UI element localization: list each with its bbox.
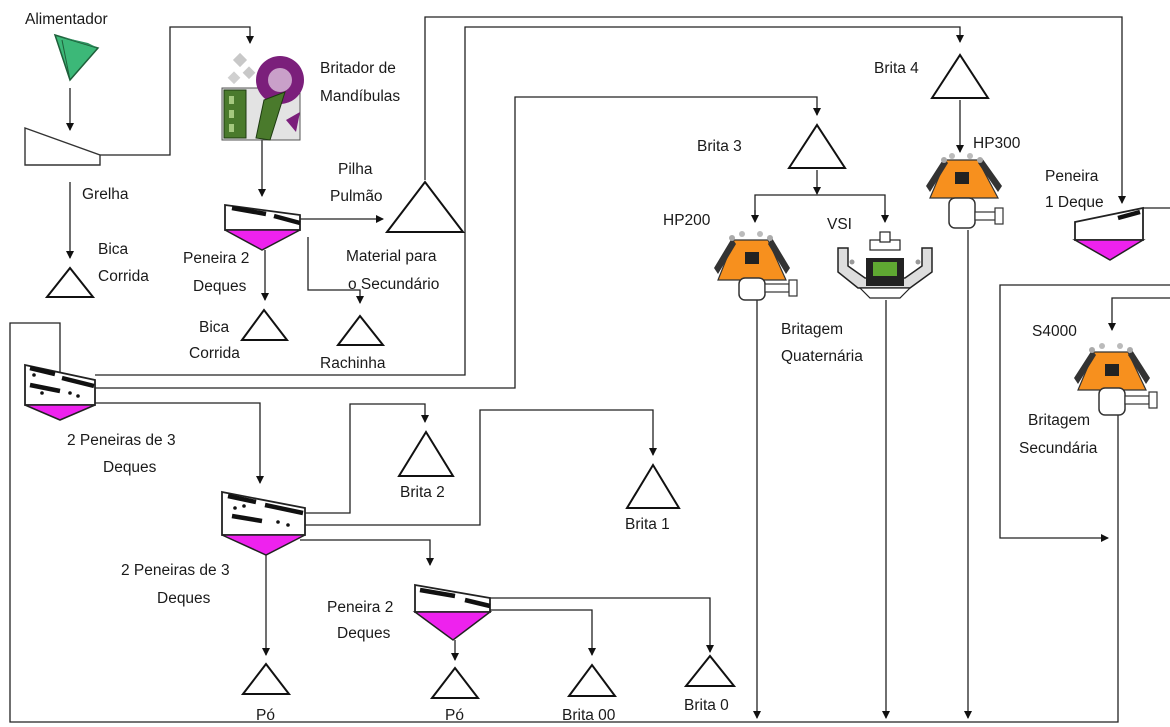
feeder-icon (53, 33, 100, 82)
label-bica-corrida-1: Bica (98, 241, 129, 258)
screen-icon (224, 203, 301, 251)
label-material-secundario: o Secundário (348, 276, 439, 293)
label-bica-corrida-1: Corrida (98, 268, 149, 285)
label-rachinha: Rachinha (320, 355, 386, 372)
label-po-2: Pó (445, 707, 464, 724)
flow-lines (9, 16, 1170, 723)
label-britador: Britador de (320, 60, 396, 77)
stockpile-icon (397, 430, 455, 477)
cone-crusher-icon (1074, 343, 1158, 416)
label-brita-0: Brita 0 (684, 697, 729, 714)
screen-icon (1072, 206, 1146, 261)
label-peneiras-3-deques-1: 2 Peneiras de 3 (67, 432, 176, 449)
cone-crusher-icon (714, 231, 798, 301)
stockpile-icon (335, 314, 386, 346)
stockpile-icon (930, 53, 990, 99)
stockpile-icon (44, 266, 96, 298)
label-brita-4: Brita 4 (874, 60, 919, 77)
screen-icon (412, 583, 493, 641)
label-peneira-2-deques-2: Deques (337, 625, 391, 642)
label-peneira-2-deques-1: Deques (193, 278, 247, 295)
jaw-crusher-icon (221, 52, 304, 141)
stockpiles (44, 53, 990, 699)
label-peneira-2-deques-2: Peneira 2 (327, 599, 393, 616)
label-bica-corrida-2: Bica (199, 319, 230, 336)
screen-icon (24, 363, 96, 421)
stockpile-icon (567, 663, 617, 697)
stockpile-icon (787, 123, 847, 169)
labels: Alimentador Grelha Bica Corrida Britador… (25, 11, 1104, 724)
label-brita-2: Brita 2 (400, 484, 445, 501)
screen-icon (221, 490, 306, 556)
vsi-crusher-icon (837, 231, 933, 299)
stockpile-icon (384, 180, 466, 233)
label-peneira-2-deques-1: Peneira 2 (183, 250, 249, 267)
label-britagem-quaternaria: Quaternária (781, 348, 863, 365)
stockpile-icon (625, 463, 681, 509)
label-brita-1: Brita 1 (625, 516, 670, 533)
cone-crusher-icon (926, 153, 1004, 229)
label-pilha-pulmao: Pilha (338, 161, 373, 178)
label-s4000: S4000 (1032, 323, 1077, 340)
label-alimentador: Alimentador (25, 11, 108, 28)
label-peneiras-3-deques-1: Deques (103, 459, 157, 476)
stockpile-icon (429, 666, 481, 699)
label-britador: Mandíbulas (320, 88, 400, 105)
label-peneiras-3-deques-2: Deques (157, 590, 211, 607)
label-vsi: VSI (827, 216, 852, 233)
label-po-1: Pó (256, 707, 275, 724)
label-pilha-pulmao: Pulmão (330, 188, 383, 205)
label-material-secundario: Material para (346, 248, 437, 265)
stockpile-icon (683, 654, 737, 687)
label-hp300: HP300 (973, 135, 1021, 152)
label-hp200: HP200 (663, 212, 711, 229)
label-peneira-1-deque: 1 Deque (1045, 194, 1104, 211)
label-peneira-1-deque: Peneira (1045, 168, 1099, 185)
grizzly-icon (24, 127, 101, 166)
label-brita-3: Brita 3 (697, 138, 742, 155)
stockpile-icon (240, 662, 292, 695)
label-brita-00: Brita 00 (562, 707, 616, 724)
label-britagem-quaternaria: Britagem (781, 321, 843, 338)
label-peneiras-3-deques-2: 2 Peneiras de 3 (121, 562, 230, 579)
label-britagem-secundaria: Britagem (1028, 412, 1090, 429)
stockpile-icon (240, 308, 290, 341)
label-bica-corrida-2: Corrida (189, 345, 240, 362)
label-britagem-secundaria: Secundária (1019, 440, 1098, 457)
label-grelha: Grelha (82, 186, 129, 203)
